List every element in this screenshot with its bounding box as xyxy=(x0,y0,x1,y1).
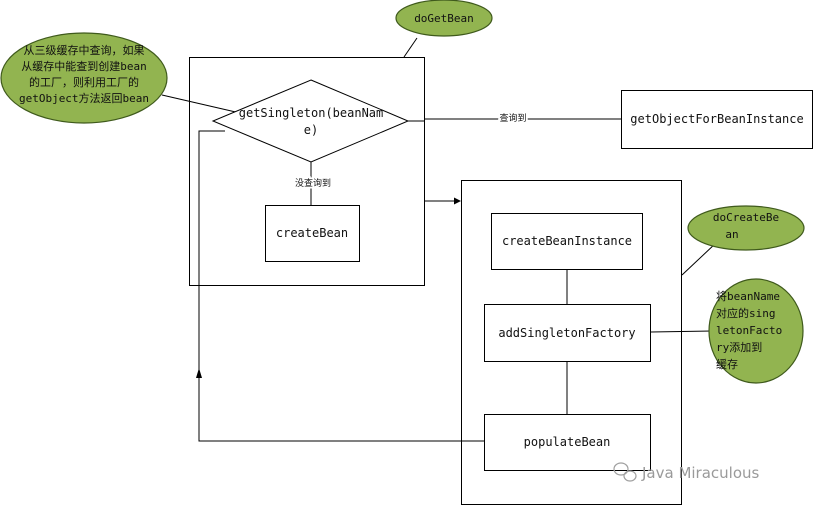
edge-populate-loop-back xyxy=(198,130,484,442)
get-object-for-bean-instance-box xyxy=(621,90,813,149)
do-get-bean-callout xyxy=(395,0,493,37)
populate-bean-label: populateBean xyxy=(524,435,611,449)
edge-label-not-found: 没查询到 xyxy=(295,177,331,189)
populate-bean-box xyxy=(484,414,651,471)
do-get-bean-callout-connector xyxy=(403,37,418,58)
do-create-bean-container xyxy=(461,180,682,505)
add-to-cache-text-5: 缓存 xyxy=(716,357,738,371)
edge-label-found: 查询到 xyxy=(499,112,526,124)
create-bean-label: createBean xyxy=(276,226,348,240)
loop-arrowhead xyxy=(196,368,202,378)
cache-lookup-text-2: 从缓存中能查到创建bean xyxy=(21,59,147,73)
watermark-text: Java Miraculous xyxy=(641,464,760,482)
create-bean-box xyxy=(265,205,360,262)
add-singleton-factory-label: addSingletonFactory xyxy=(498,326,635,340)
cache-lookup-text-4: getObject方法返回bean xyxy=(19,91,149,105)
get-object-for-bean-instance-label: getObjectForBeanInstance xyxy=(630,112,803,126)
getsingleton-decision xyxy=(211,79,410,163)
add-to-cache-text-2: 对应的sing xyxy=(716,306,776,320)
do-create-bean-callout-connector xyxy=(681,242,717,276)
cache-callout-connector xyxy=(161,94,241,114)
add-to-cache-text-3: letonFacto xyxy=(716,324,782,337)
do-get-bean-text: doGetBean xyxy=(414,12,474,25)
do-create-bean-text-1: doCreateBe xyxy=(713,211,779,224)
cache-lookup-text-3: 的工厂，则利用工厂的 xyxy=(29,75,139,89)
cache-lookup-text-1: 从三级缓存中查询，如果 xyxy=(24,43,145,57)
add-to-cache-text-1: 将beanName xyxy=(716,290,780,303)
create-bean-instance-label: createBeanInstance xyxy=(502,234,632,248)
getsingleton-label-line2: e) xyxy=(304,123,318,137)
do-create-bean-text-2: an xyxy=(725,228,738,241)
add-to-cache-callout xyxy=(708,278,804,384)
add-cache-callout-connector xyxy=(650,330,713,333)
do-create-bean-callout xyxy=(687,205,805,251)
add-singleton-factory-box xyxy=(484,304,651,362)
wechat-icon xyxy=(613,462,637,482)
getsingleton-label-line1: getSingleton(beanNam xyxy=(239,106,384,120)
add-to-cache-text-4: ry添加到 xyxy=(716,340,762,354)
create-bean-instance-box xyxy=(491,213,643,270)
cache-lookup-callout xyxy=(0,32,168,124)
do-get-bean-container xyxy=(189,57,425,286)
